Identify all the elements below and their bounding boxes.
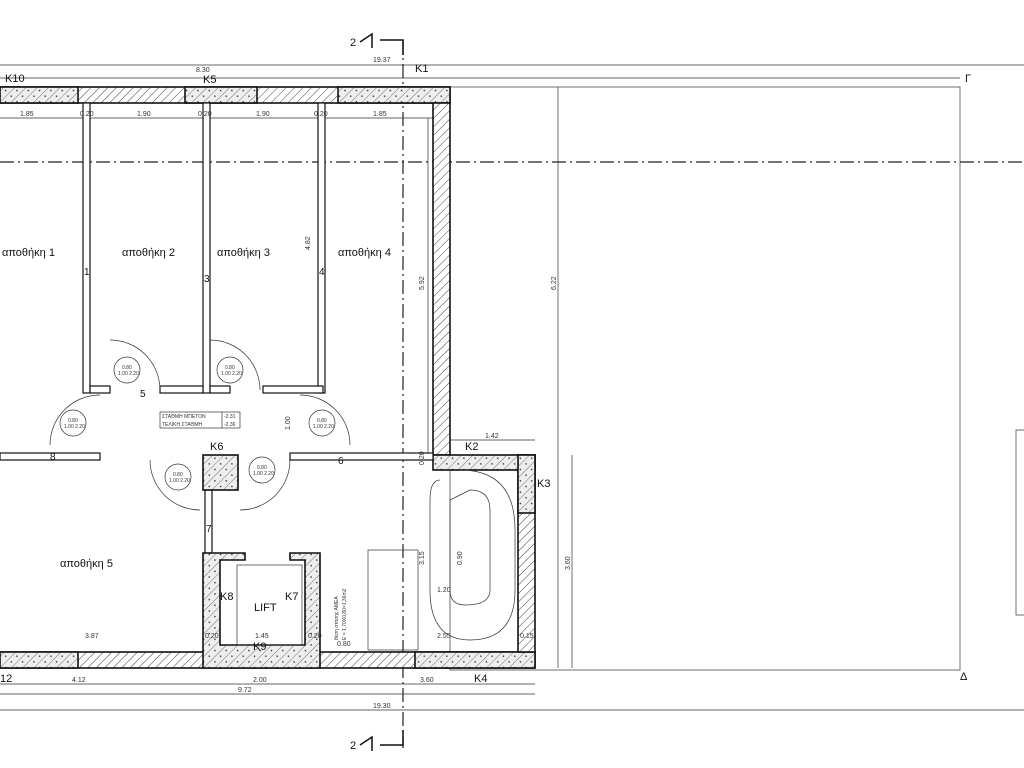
- svg-text:1.00 2.20: 1.00 2.20: [169, 478, 190, 484]
- room-label-storage-2: αποθήκη 2: [122, 247, 175, 259]
- wheelchair-note-2: Ε = 1,70Χ0,80=1,36m2: [342, 588, 348, 640]
- svg-text:0.20: 0.20: [205, 633, 219, 640]
- svg-text:3.60: 3.60: [420, 677, 434, 684]
- room-label-lift: LIFT: [254, 602, 277, 614]
- svg-text:0.80: 0.80: [173, 472, 183, 478]
- svg-text:1.90: 1.90: [137, 111, 151, 118]
- svg-text:1.00 2.20: 1.00 2.20: [64, 424, 85, 430]
- svg-text:1.00: 1.00: [285, 416, 292, 430]
- column-label: K5: [203, 74, 216, 86]
- bottom-dimensions: 4.12 2.00 9.72 3.60 19.30: [72, 677, 434, 710]
- svg-text:6.22: 6.22: [551, 276, 558, 290]
- column-label: K7: [285, 591, 298, 603]
- room-label-storage-1: αποθήκη 1: [2, 247, 55, 259]
- svg-text:7: 7: [206, 524, 212, 535]
- column-label: K4: [474, 673, 487, 685]
- top-dimensions: 19.37 8.30 1.85 0.20 1.90 0.20 1.90 0.20…: [20, 57, 391, 118]
- svg-text:3.15: 3.15: [419, 551, 426, 565]
- corner-label-gamma: Γ: [965, 73, 971, 85]
- svg-text:6: 6: [338, 456, 344, 467]
- wheelchair-note-1: θέση στάσης ΑΜΕΑ: [333, 596, 340, 640]
- svg-text:5.92: 5.92: [419, 276, 426, 290]
- svg-text:3.87: 3.87: [85, 633, 99, 640]
- svg-text:0.80: 0.80: [68, 418, 78, 424]
- svg-text:0.20: 0.20: [198, 111, 212, 118]
- svg-text:2: 2: [350, 37, 356, 49]
- svg-text:0.20: 0.20: [314, 111, 328, 118]
- svg-text:0.90: 0.90: [457, 551, 464, 565]
- doors: [49, 339, 351, 511]
- svg-text:19.37: 19.37: [373, 57, 391, 64]
- svg-text:1.42: 1.42: [485, 433, 499, 440]
- svg-text:0.20: 0.20: [419, 451, 426, 465]
- svg-text:2.55: 2.55: [437, 633, 451, 640]
- corner-label-delta: Δ: [960, 671, 968, 683]
- svg-text:0.80: 0.80: [225, 365, 235, 371]
- walls: [0, 86, 536, 669]
- svg-text:0.15: 0.15: [520, 633, 534, 640]
- svg-text:3.60: 3.60: [565, 556, 572, 570]
- room-label-storage-5: αποθήκη 5: [60, 558, 113, 570]
- dimension-lines: [0, 64, 1024, 711]
- svg-text:19.30: 19.30: [373, 703, 391, 710]
- final-level-label: ΤΕΛΙΚΗ ΣΤΑΘΜΗ: [162, 422, 203, 428]
- svg-text:0.80: 0.80: [257, 465, 267, 471]
- column-label: K9: [253, 641, 266, 653]
- column-label: K6: [210, 441, 223, 453]
- svg-text:0.20: 0.20: [308, 633, 322, 640]
- svg-text:3: 3: [204, 274, 210, 285]
- svg-text:1.00 2.20: 1.00 2.20: [221, 371, 242, 377]
- svg-text:8.30: 8.30: [196, 67, 210, 74]
- room-label-storage-3: αποθήκη 3: [217, 247, 270, 259]
- svg-text:1.90: 1.90: [256, 111, 270, 118]
- door-numbers: 1 3 4 5 6 7 8: [50, 267, 344, 535]
- svg-text:9.72: 9.72: [238, 687, 252, 694]
- svg-text:5: 5: [140, 389, 146, 400]
- svg-text:0.80: 0.80: [122, 365, 132, 371]
- column-label: K8: [220, 591, 233, 603]
- svg-text:1: 1: [84, 267, 90, 278]
- section-mark-top: 2: [350, 32, 404, 55]
- svg-text:4.12: 4.12: [72, 677, 86, 684]
- svg-text:4: 4: [319, 267, 325, 278]
- level-note: ΣΤΑΘΜΗ ΜΠΕΤΟΝ -2.31 ΤΕΛΙΚΗ ΣΤΑΘΜΗ -2.36: [159, 411, 241, 429]
- svg-text:0.20: 0.20: [80, 111, 94, 118]
- final-level-value: -2.36: [224, 422, 236, 428]
- section-mark-bottom: 2: [350, 730, 404, 752]
- svg-text:8: 8: [50, 452, 56, 463]
- column-label: K3: [537, 478, 550, 490]
- adjacent-outline: [1015, 429, 1024, 616]
- svg-text:1.00 2.20: 1.00 2.20: [118, 371, 139, 377]
- svg-text:1.20: 1.20: [437, 587, 451, 594]
- svg-text:4.82: 4.82: [305, 236, 312, 250]
- svg-text:1.85: 1.85: [20, 111, 34, 118]
- svg-text:1.45: 1.45: [255, 633, 269, 640]
- concrete-level-label: ΣΤΑΘΜΗ ΜΠΕΤΟΝ: [162, 414, 206, 420]
- vertical-dimensions: 6.22 4.82 5.92 3.60 3.15 0.90 1.00 0.20: [285, 236, 572, 570]
- svg-text:1.85: 1.85: [373, 111, 387, 118]
- inner-dimensions: 1.42 1.20 3.87 0.20 1.45 0.20 0.80 2.55 …: [85, 433, 534, 648]
- svg-text:2: 2: [350, 740, 356, 752]
- room-label-storage-4: αποθήκη 4: [338, 247, 391, 259]
- column-label: K10: [5, 73, 25, 85]
- svg-text:2.00: 2.00: [253, 677, 267, 684]
- concrete-level-value: -2.31: [224, 414, 236, 420]
- svg-text:0.80: 0.80: [317, 418, 327, 424]
- column-label: K2: [465, 441, 478, 453]
- column-label: K1: [415, 63, 428, 75]
- svg-text:1.00 2.20: 1.00 2.20: [313, 424, 334, 430]
- column-label: 12: [0, 673, 12, 685]
- svg-text:0.80: 0.80: [337, 641, 351, 648]
- door-tags: 0.801.00 2.20 0.801.00 2.20 0.801.00 2.2…: [64, 365, 334, 484]
- svg-text:1.00 2.20: 1.00 2.20: [253, 471, 274, 477]
